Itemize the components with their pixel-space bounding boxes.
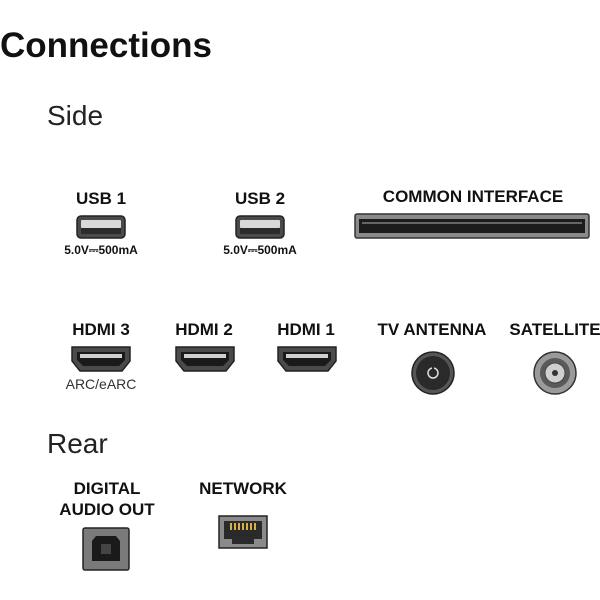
usb2-label: USB 2: [234, 189, 286, 208]
page-title: Connections: [0, 26, 212, 65]
common-interface-label: COMMON INTERFACE: [382, 187, 564, 206]
usb2-rating: 5.0V⎓500mA: [223, 243, 297, 257]
hdmi1-label: HDMI 1: [277, 320, 335, 339]
satellite-f-connector-icon: [533, 351, 577, 395]
usb1-rating: 5.0V⎓500mA: [64, 243, 138, 257]
section-heading-rear: Rear: [47, 428, 108, 459]
hdmi2-label: HDMI 2: [175, 320, 233, 339]
tv-antenna-label: TV ANTENNA: [377, 320, 487, 339]
hdmi3-arc-note: ARC/eARC: [65, 376, 137, 392]
usb-port-icon: [76, 215, 126, 239]
usb1-label: USB 1: [75, 189, 127, 208]
hdmi-port-icon: [277, 346, 337, 372]
common-interface-slot-icon: [354, 213, 590, 239]
hdmi-port-icon: [175, 346, 235, 372]
coax-antenna-port-icon: [411, 351, 455, 395]
usb-port-icon: [235, 215, 285, 239]
satellite-label: SATELLITE: [509, 320, 600, 339]
hdmi-port-icon: [71, 346, 131, 372]
digital-audio-out-label-line1: DIGITAL: [73, 479, 141, 498]
network-label: NETWORK: [199, 479, 287, 498]
optical-audio-port-icon: [82, 527, 130, 571]
digital-audio-out-label-line2: AUDIO OUT: [59, 500, 155, 519]
hdmi3-label: HDMI 3: [72, 320, 130, 339]
ethernet-port-icon: [218, 515, 268, 549]
section-heading-side: Side: [47, 100, 104, 131]
